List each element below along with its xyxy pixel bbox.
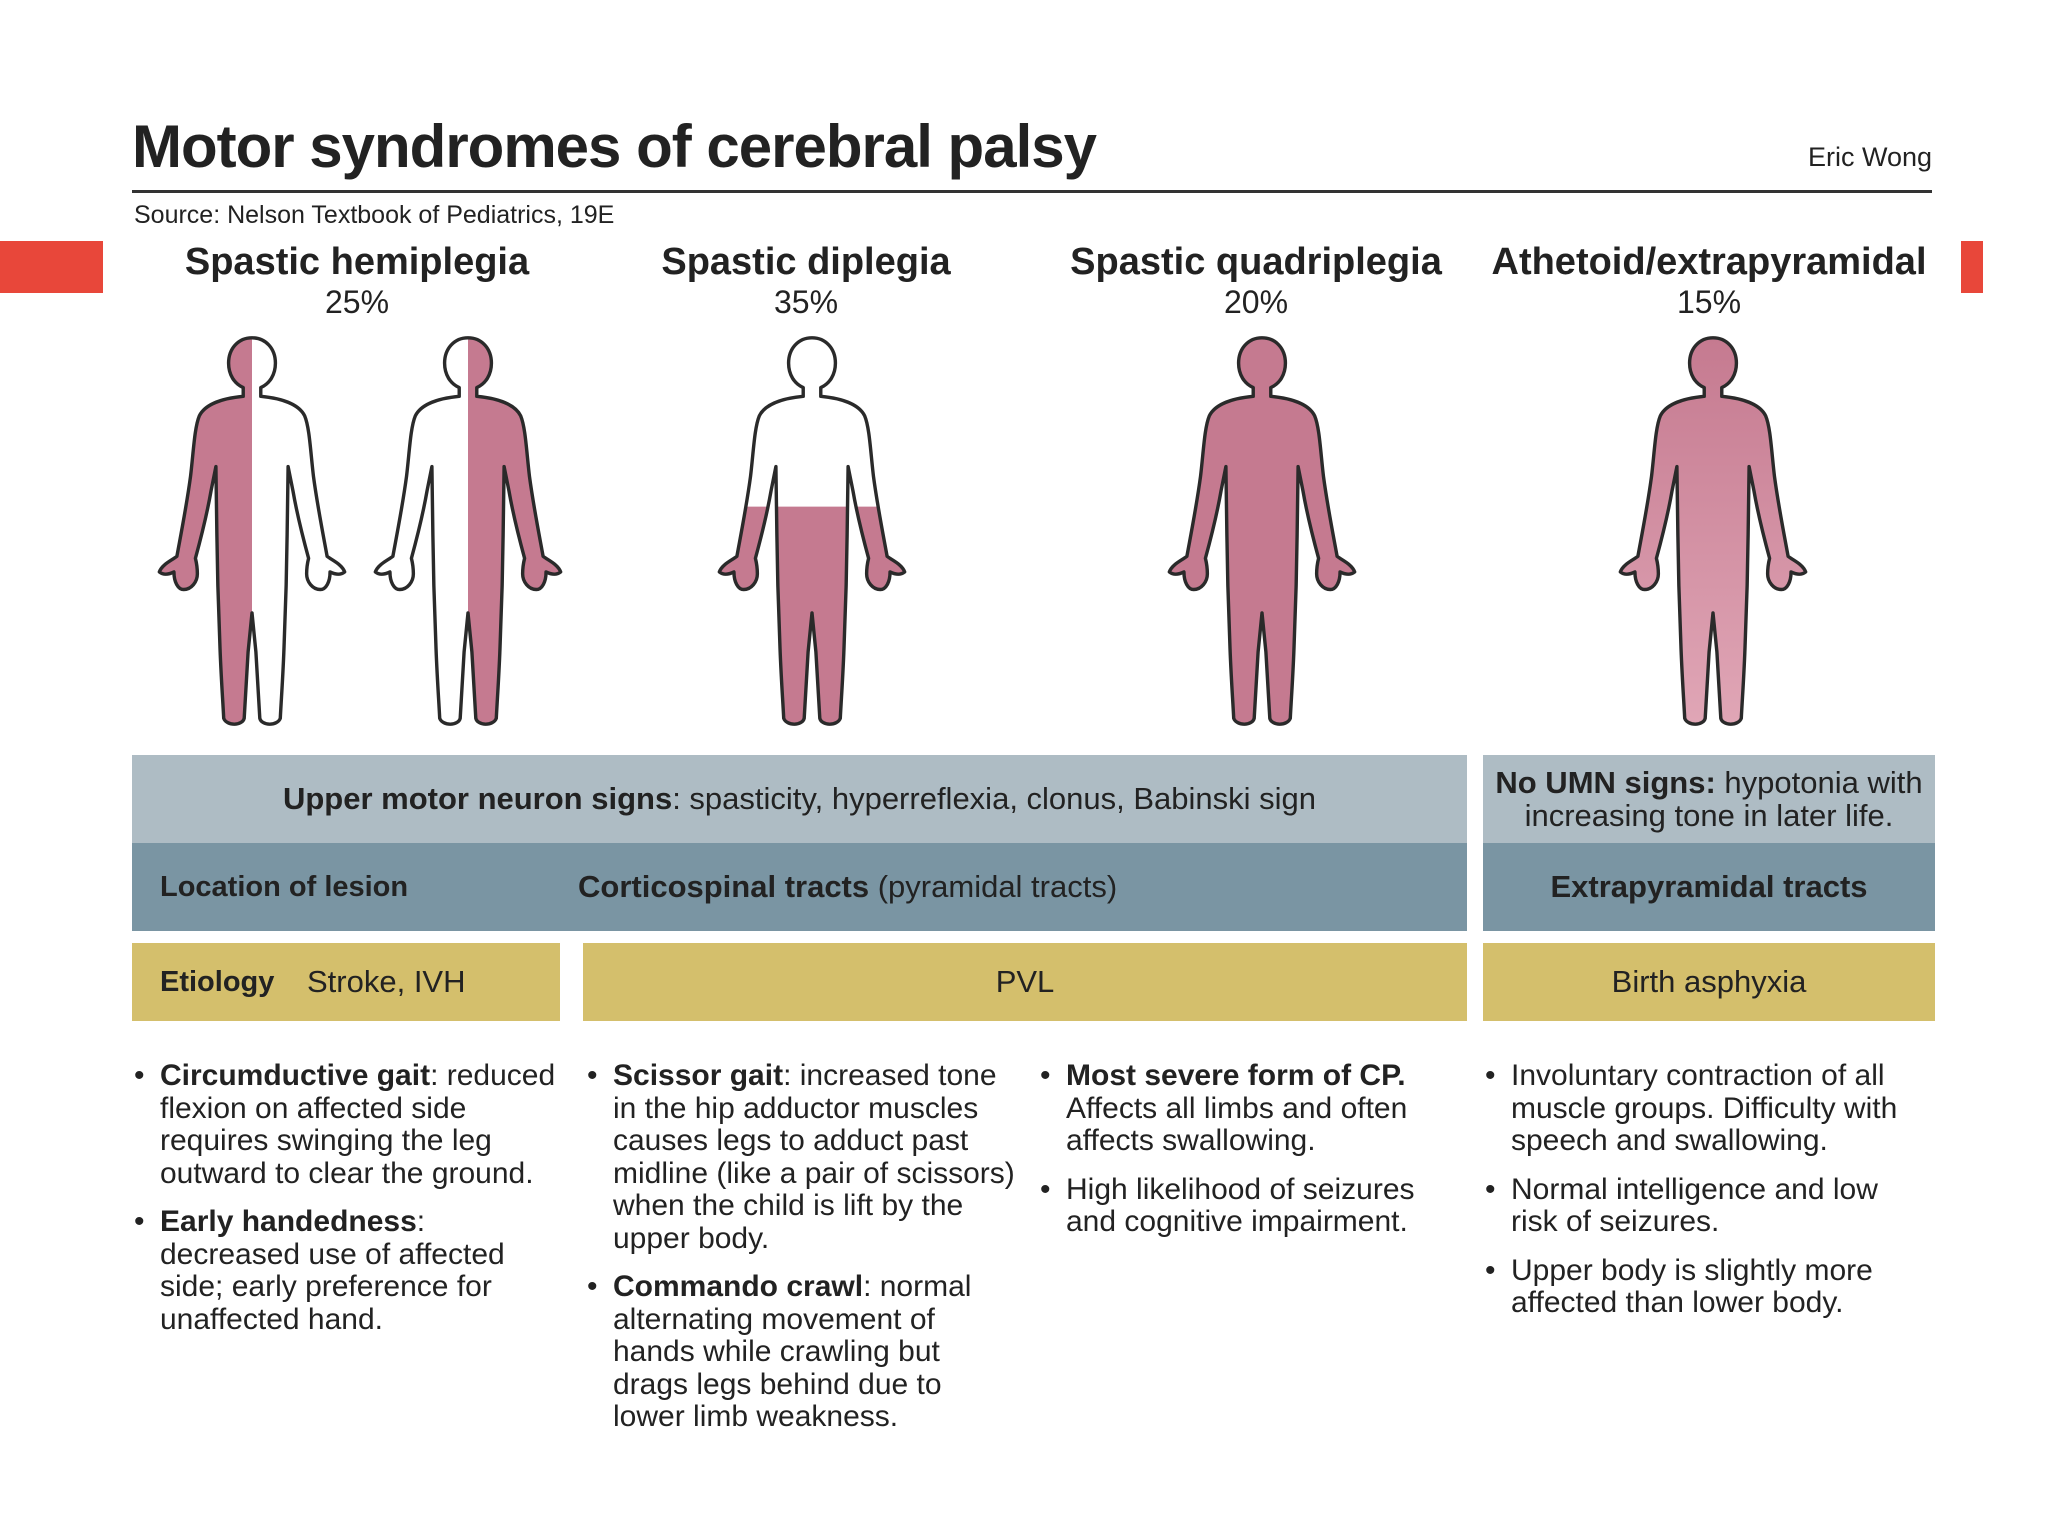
syndrome-name: Spastic hemiplegia <box>184 241 530 283</box>
note-item: Involuntary contraction of all muscle gr… <box>1483 1059 1928 1158</box>
accent-bar-right <box>1961 241 1983 293</box>
note-term: Circumductive gait <box>160 1059 431 1092</box>
note-text: : reduced flexion on affected side requi… <box>160 1059 556 1190</box>
etiology-band-hemiplegia: Etiology Stroke, IVH <box>132 943 560 1021</box>
corticospinal-label: Corticospinal tracts <box>578 869 870 904</box>
syndrome-name: Spastic diplegia <box>661 241 951 283</box>
note-text: Involuntary contraction of all muscle gr… <box>1511 1059 1898 1157</box>
syndrome-heading-hemiplegia: Spastic hemiplegia 25% <box>137 240 577 320</box>
extrapyramidal-label: Extrapyramidal tracts <box>1550 869 1868 904</box>
note-text: Affects all limbs and often affects swal… <box>1066 1091 1408 1157</box>
note-item: Most severe form of CP. Affects all limb… <box>1038 1059 1463 1158</box>
accent-bar-left <box>0 241 103 293</box>
note-item: Early handedness: decreased use of affec… <box>132 1205 572 1336</box>
no-umn-signs-text: hypotonia with increasing tone in later … <box>1524 765 1923 833</box>
source-citation: Source: Nelson Textbook of Pediatrics, 1… <box>134 201 615 229</box>
lesion-location-band: Location of lesion Corticospinal tracts … <box>132 843 1467 931</box>
body-figure-hemiplegia-right <box>368 330 568 730</box>
note-text: High likelihood of seizures and cognitiv… <box>1066 1172 1415 1238</box>
notes-quadriplegia: Most severe form of CP. Affects all limb… <box>1038 1059 1463 1255</box>
syndrome-name: Athetoid/extrapyramidal <box>1491 241 1927 283</box>
syndrome-heading-quadriplegia: Spastic quadriplegia 20% <box>1036 240 1476 320</box>
note-term: Commando crawl <box>613 1270 864 1303</box>
syndrome-heading-diplegia: Spastic diplegia 35% <box>586 240 1026 320</box>
note-item: Scissor gait: increased tone in the hip … <box>585 1059 1020 1255</box>
note-item: Circumductive gait: reduced flexion on a… <box>132 1059 572 1190</box>
note-text: : increased tone in the hip adductor mus… <box>613 1059 1015 1255</box>
syndrome-heading-athetoid: Athetoid/extrapyramidal 15% <box>1489 240 1929 320</box>
extrapyramidal-band: Extrapyramidal tracts <box>1483 843 1935 931</box>
body-figure-quadriplegia <box>1162 330 1362 730</box>
author-credit: Eric Wong <box>1807 142 1932 172</box>
notes-diplegia: Scissor gait: increased tone in the hip … <box>585 1059 1020 1450</box>
body-figure-diplegia <box>712 330 912 730</box>
lesion-location-label: Location of lesion <box>160 870 409 903</box>
page-title: Motor syndromes of cerebral palsy <box>132 113 1097 180</box>
title-divider <box>132 190 1932 193</box>
note-text: Upper body is slightly more affected tha… <box>1511 1253 1873 1319</box>
note-item: Commando crawl: normal alternating movem… <box>585 1270 1020 1434</box>
syndrome-percent: 35% <box>773 284 839 320</box>
note-item: High likelihood of seizures and cognitiv… <box>1038 1172 1463 1239</box>
note-item: Normal intelligence and low risk of seiz… <box>1483 1172 1928 1239</box>
etiology-band-pvl: PVL <box>583 943 1467 1021</box>
etiology-label: Etiology <box>160 965 275 998</box>
note-text: Normal intelligence and low risk of seiz… <box>1511 1172 1878 1238</box>
syndrome-percent: 20% <box>1223 284 1289 320</box>
notes-athetoid: Involuntary contraction of all muscle gr… <box>1483 1059 1928 1336</box>
note-term: Scissor gait <box>613 1059 784 1092</box>
no-umn-signs-label: No UMN signs: <box>1495 765 1716 800</box>
syndrome-percent: 15% <box>1676 284 1742 320</box>
etiology-value: Stroke, IVH <box>307 964 466 999</box>
etiology-band-athetoid: Birth asphyxia <box>1483 943 1935 1021</box>
no-umn-signs-band: No UMN signs: hypotonia with increasing … <box>1483 755 1935 843</box>
umn-signs-label: Upper motor neuron signs <box>282 781 673 816</box>
etiology-value: PVL <box>995 964 1055 999</box>
umn-signs-band: Upper motor neuron signs: spasticity, hy… <box>132 755 1467 843</box>
note-term: Most severe form of CP. <box>1066 1059 1406 1092</box>
notes-hemiplegia: Circumductive gait: reduced flexion on a… <box>132 1059 572 1352</box>
note-item: Upper body is slightly more affected tha… <box>1483 1253 1928 1320</box>
body-figure-hemiplegia-left <box>152 330 352 730</box>
syndrome-percent: 25% <box>324 284 390 320</box>
body-figure-athetoid <box>1613 330 1813 730</box>
umn-signs-text: : spasticity, hyperreflexia, clonus, Bab… <box>672 781 1317 816</box>
note-term: Early handedness <box>160 1205 417 1238</box>
syndrome-name: Spastic quadriplegia <box>1070 241 1442 283</box>
note-text: : normal alternating movement of hands w… <box>613 1270 972 1433</box>
note-text: : decreased use of affected side; early … <box>160 1205 505 1336</box>
pyramidal-note: (pyramidal tracts) <box>869 869 1118 904</box>
etiology-value: Birth asphyxia <box>1611 964 1807 999</box>
